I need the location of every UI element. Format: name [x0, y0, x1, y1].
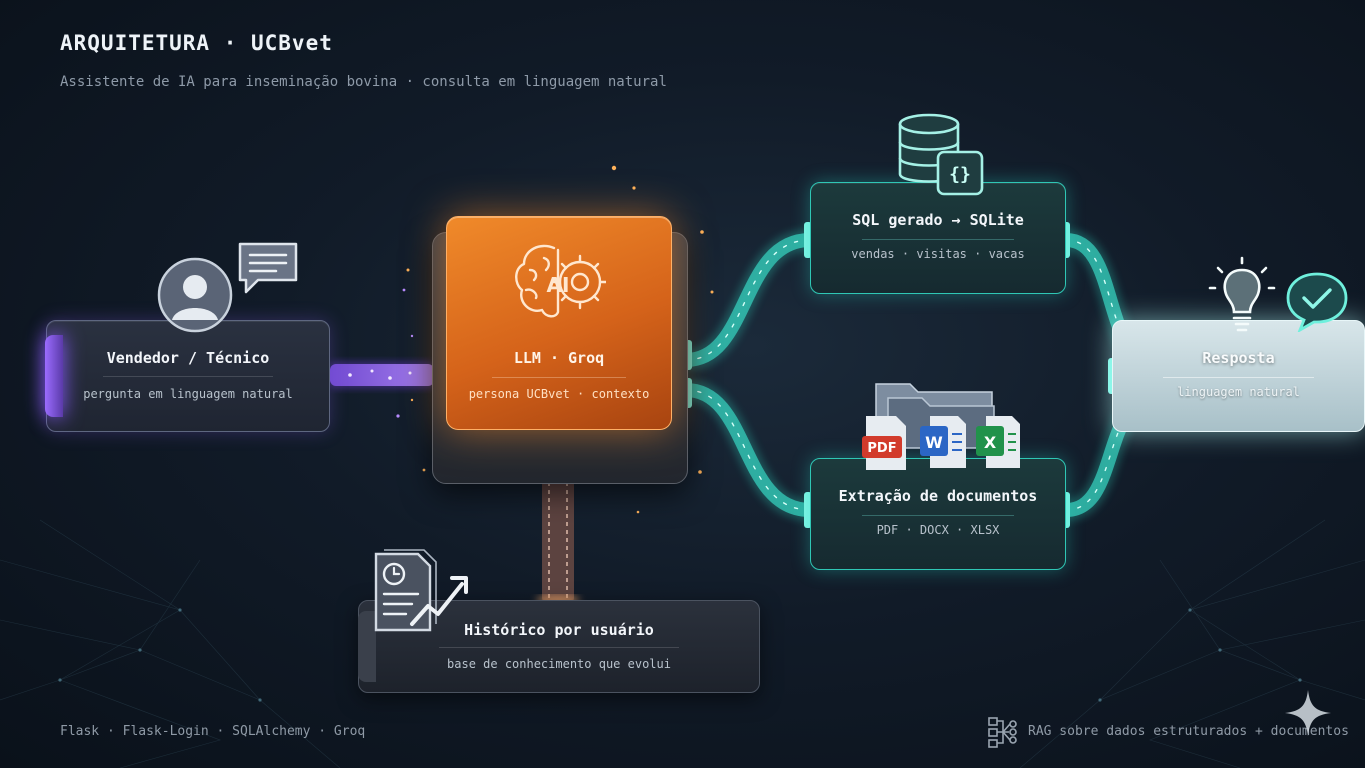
divider: [1163, 377, 1314, 378]
node-accent: [358, 611, 376, 682]
ai-brain-icon: AI: [515, 244, 606, 318]
lightbulb-icon: [1208, 256, 1276, 332]
divider: [439, 647, 679, 648]
node-subtitle: persona UCBvet · contexto: [468, 387, 650, 401]
node-resposta: Resposta linguagem natural: [1112, 320, 1365, 432]
node-title: SQL gerado → SQLite: [852, 211, 1024, 229]
node-title: Histórico por usuário: [464, 621, 654, 639]
ai-label: AI: [547, 273, 570, 297]
node-title: Vendedor / Técnico: [106, 349, 270, 367]
svg-text:X: X: [984, 433, 997, 452]
node-llm: LLM · Groq persona UCBvet · contexto: [446, 216, 672, 430]
node-title: Extração de documentos: [838, 487, 1038, 505]
node-accent: [45, 335, 63, 417]
divider: [861, 515, 1015, 516]
word-file-icon: W: [920, 416, 966, 468]
svg-text:W: W: [925, 433, 943, 452]
svg-text:PDF: PDF: [867, 441, 896, 456]
node-subtitle: linguagem natural: [1177, 385, 1300, 399]
divider: [861, 239, 1015, 240]
node-title: LLM · Groq: [513, 349, 605, 367]
node-subtitle: base de conhecimento que evolui: [447, 657, 671, 671]
sparkle-icon: [1285, 690, 1331, 736]
node-title: Resposta: [1202, 349, 1275, 367]
node-subtitle: pergunta em linguagem natural: [83, 387, 293, 401]
check-bubble-icon: [1286, 272, 1348, 332]
database-icon: {}: [898, 113, 984, 196]
node-vendedor: Vendedor / Técnico pergunta em linguagem…: [45, 320, 330, 432]
page-title: ARQUITETURA · UCBvet: [60, 31, 333, 55]
footer-stack: Flask · Flask-Login · SQLAlchemy · Groq: [60, 724, 366, 739]
node-sql: SQL gerado → SQLite vendas · visitas · v…: [810, 182, 1066, 294]
network-icon: [988, 717, 1017, 748]
svg-text:{}: {}: [949, 164, 971, 185]
code-braces-icon: {}: [936, 150, 984, 196]
divider: [491, 377, 627, 378]
user-avatar-icon: [157, 257, 233, 333]
node-subtitle: PDF · DOCX · XLSX: [876, 523, 1000, 537]
page-subtitle: Assistente de IA para inseminação bovina…: [60, 74, 667, 90]
pdf-file-icon: PDF: [862, 416, 906, 470]
node-subtitle: vendas · visitas · vacas: [851, 247, 1025, 261]
tube-user-llm: [330, 364, 434, 386]
excel-file-icon: X: [976, 416, 1020, 468]
chat-bubble-icon: [238, 242, 298, 294]
folder-icon: PDF W X: [862, 383, 1020, 470]
tube-llm-history: [542, 478, 574, 602]
divider: [103, 376, 273, 377]
report-chart-icon: [374, 549, 468, 632]
footer-rag: RAG sobre dados estruturados + documento…: [1028, 724, 1349, 739]
node-extracao: Extração de documentos PDF · DOCX · XLSX: [810, 458, 1066, 570]
